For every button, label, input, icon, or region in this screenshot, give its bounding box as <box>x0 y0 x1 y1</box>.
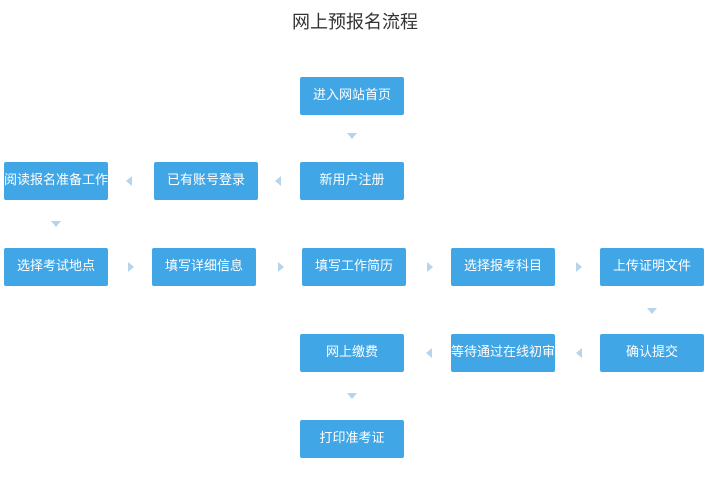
step-wait-initial-review: 等待通过在线初审 <box>451 334 555 372</box>
arrow-right-icon <box>278 262 284 272</box>
step-print-admission-ticket: 打印准考证 <box>300 420 404 458</box>
arrow-left-icon <box>576 348 582 358</box>
step-select-subject: 选择报考科目 <box>451 248 555 286</box>
arrow-left-icon <box>126 176 132 186</box>
step-enter-site: 进入网站首页 <box>300 77 404 115</box>
step-select-exam-location: 选择考试地点 <box>4 248 108 286</box>
arrow-left-icon <box>275 176 281 186</box>
arrow-down-icon <box>347 393 357 399</box>
step-online-payment: 网上缴费 <box>300 334 404 372</box>
diagram-title: 网上预报名流程 <box>292 12 418 33</box>
step-fill-work-history: 填写工作简历 <box>302 248 406 286</box>
step-fill-detailed-info: 填写详细信息 <box>152 248 256 286</box>
arrow-right-icon <box>427 262 433 272</box>
arrow-down-icon <box>51 221 61 227</box>
step-confirm-submit: 确认提交 <box>600 334 704 372</box>
step-have-account-login: 已有账号登录 <box>154 162 258 200</box>
step-read-prep-work: 阅读报名准备工作 <box>4 162 108 200</box>
arrow-left-icon <box>426 348 432 358</box>
arrow-right-icon <box>576 262 582 272</box>
step-new-user-register: 新用户注册 <box>300 162 404 200</box>
arrow-right-icon <box>128 262 134 272</box>
step-upload-certificates: 上传证明文件 <box>600 248 704 286</box>
arrow-down-icon <box>647 308 657 314</box>
arrow-down-icon <box>347 133 357 139</box>
